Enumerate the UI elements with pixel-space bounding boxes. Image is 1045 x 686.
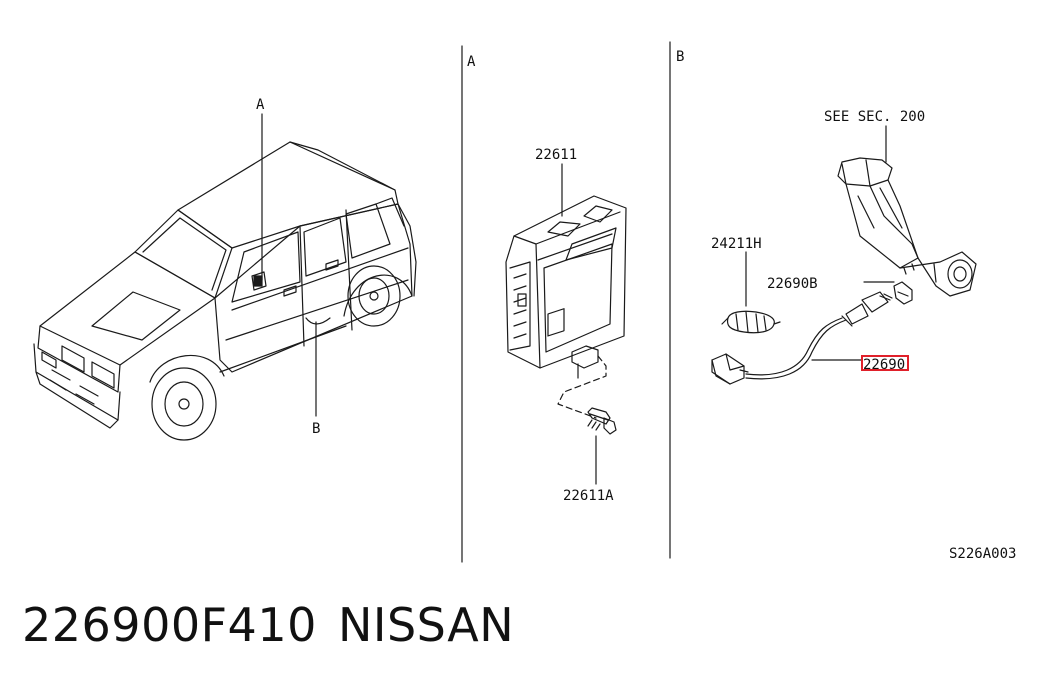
part-label-22690b: 22690B <box>767 276 818 292</box>
vehicle-callout-b: B <box>312 421 320 437</box>
highlight-box <box>861 355 909 371</box>
vehicle-callout-a: A <box>256 97 265 113</box>
part-label-22611a: 22611A <box>563 488 614 504</box>
part-label-see-sec-200: SEE SEC. 200 <box>824 109 925 125</box>
figure-code: S226A003 <box>949 546 1016 562</box>
control-unit-drawing <box>505 163 627 485</box>
exhaust-sensor-drawing <box>711 125 977 385</box>
part-label-22690: 22690 <box>863 357 905 373</box>
part-label-24211h: 24211H <box>711 236 762 252</box>
panel-label-b: B <box>676 49 684 65</box>
part-number: 226900F410 <box>22 598 317 652</box>
vehicle-illustration <box>33 113 417 441</box>
brand-name: NISSAN <box>338 598 515 652</box>
panel-label-a: A <box>467 54 476 70</box>
part-label-22611: 22611 <box>535 147 577 163</box>
